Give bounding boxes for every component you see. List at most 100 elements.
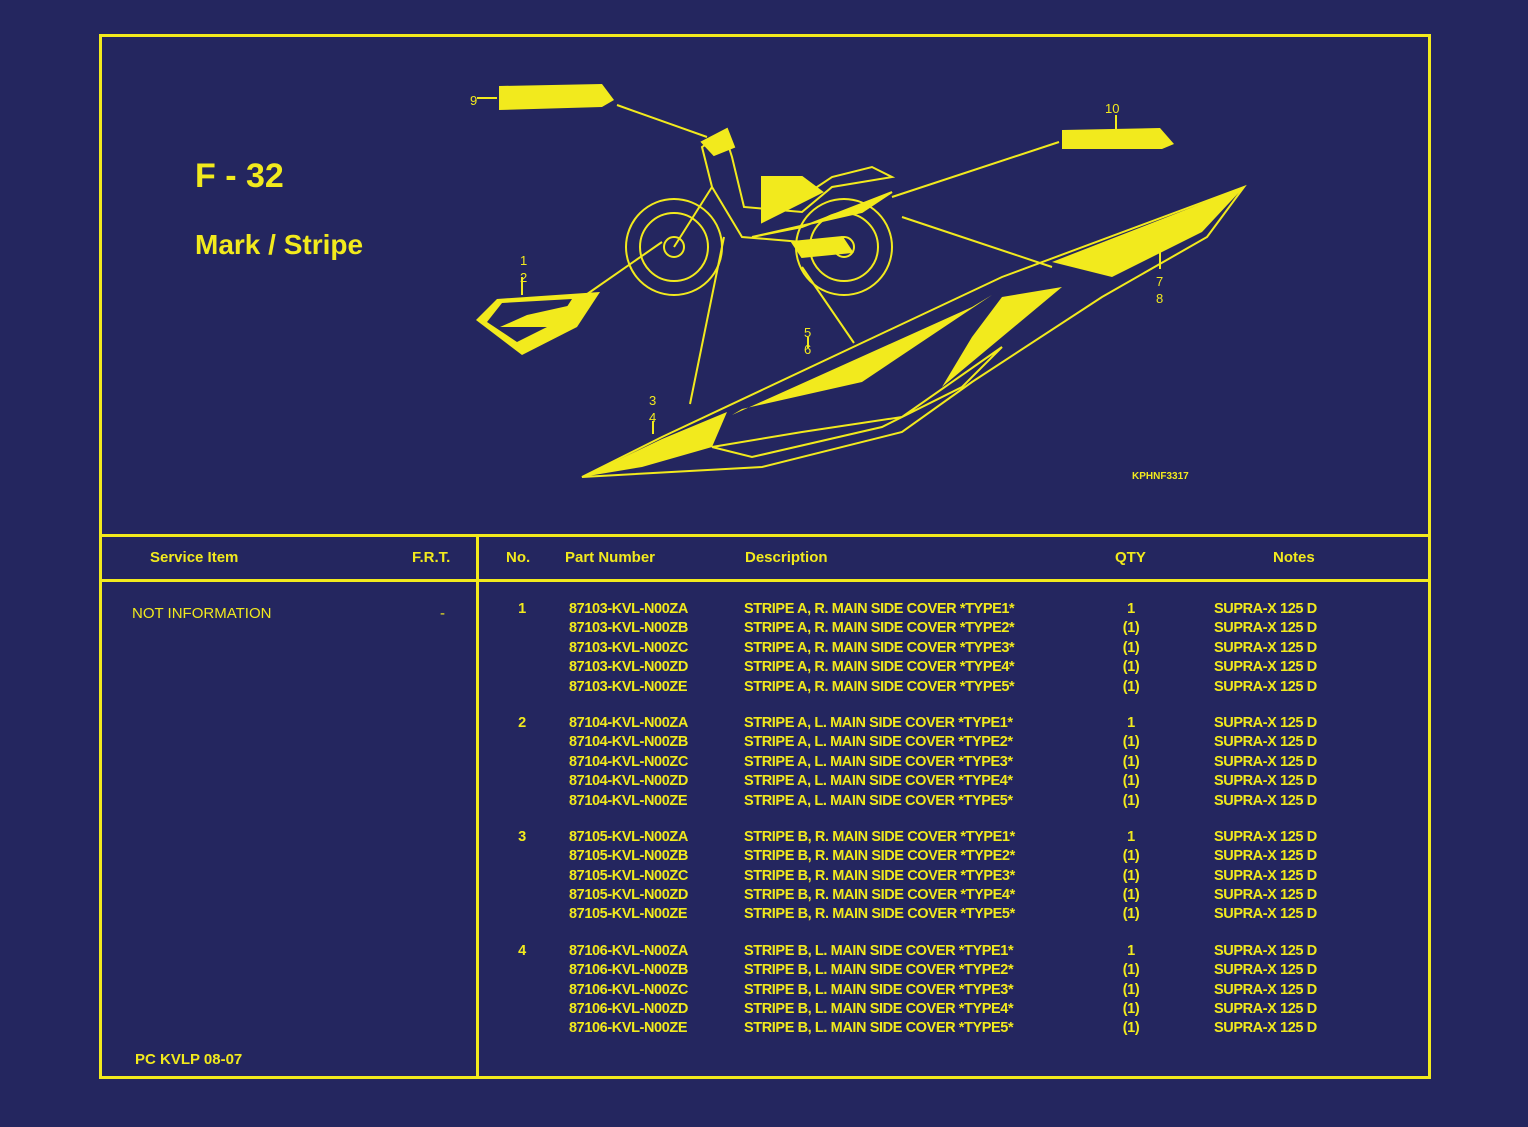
- emblem-10-shape: [1062, 128, 1174, 149]
- part-description: STRIPE A, R. MAIN SIDE COVER *TYPE2*: [744, 620, 1015, 637]
- table-row: 2 87104-KVL-N00ZA STRIPE A, L. MAIN SIDE C…: [479, 715, 1428, 734]
- part-notes: SUPRA-X 125 D: [1214, 620, 1317, 637]
- part-notes: SUPRA-X 125 D: [1214, 942, 1317, 959]
- part-notes: SUPRA-X 125 D: [1214, 981, 1317, 998]
- part-number: 87106-KVL-N00ZE: [569, 1020, 688, 1037]
- table-row: 87104-KVL-N00ZE STRIPE A, L. MAIN SIDE CO…: [479, 793, 1428, 812]
- part-qty: (1): [1122, 906, 1140, 923]
- item-number: 3: [518, 828, 526, 845]
- header-frt: F.R.T.: [412, 549, 451, 566]
- part-qty: (1): [1122, 678, 1140, 695]
- item-number: 2: [518, 714, 526, 731]
- part-description: STRIPE A, L. MAIN SIDE COVER *TYPE5*: [744, 792, 1013, 809]
- part-qty: (1): [1122, 773, 1140, 790]
- exploded-view-drawing: 9 10 1 2 7 8 5 6 3 4 KPHNF3317: [470, 84, 1247, 482]
- part-description: STRIPE A, L. MAIN SIDE COVER *TYPE2*: [744, 734, 1013, 751]
- part-description: STRIPE B, L. MAIN SIDE COVER *TYPE3*: [744, 981, 1014, 998]
- part-number: 87106-KVL-N00ZB: [569, 962, 688, 979]
- part-notes: SUPRA-X 125 D: [1214, 867, 1317, 884]
- figure-title: Mark / Stripe: [195, 229, 364, 260]
- emblem-9-shape: [499, 84, 614, 110]
- part-qty: 1: [1127, 942, 1135, 959]
- part-notes: SUPRA-X 125 D: [1214, 906, 1317, 923]
- part-notes: SUPRA-X 125 D: [1214, 792, 1317, 809]
- part-description: STRIPE A, L. MAIN SIDE COVER *TYPE4*: [744, 773, 1013, 790]
- part-description: STRIPE A, L. MAIN SIDE COVER *TYPE1*: [744, 714, 1013, 731]
- part-number: 87104-KVL-N00ZE: [569, 792, 688, 809]
- part-number: 87105-KVL-N00ZA: [569, 828, 688, 845]
- part-notes: SUPRA-X 125 D: [1214, 601, 1317, 617]
- part-group-2: 2 87104-KVL-N00ZA STRIPE A, L. MAIN SIDE C…: [479, 715, 1428, 812]
- table-row: 87106-KVL-N00ZE STRIPE B, L. MAIN SIDE CO…: [479, 1020, 1428, 1039]
- part-notes: SUPRA-X 125 D: [1214, 753, 1317, 770]
- part-description: STRIPE B, R. MAIN SIDE COVER *TYPE4*: [744, 887, 1015, 904]
- part-description: STRIPE A, R. MAIN SIDE COVER *TYPE5*: [744, 678, 1015, 695]
- callout-4: 4: [649, 410, 656, 425]
- header-qty: QTY: [1115, 549, 1146, 566]
- frt-value: -: [440, 605, 445, 622]
- part-qty: (1): [1122, 792, 1140, 809]
- table-row: 87106-KVL-N00ZD STRIPE B, L. MAIN SIDE CO…: [479, 1001, 1428, 1020]
- drawing-reference-code: KPHNF3317: [1132, 471, 1189, 482]
- header-service-item: Service Item: [150, 549, 239, 566]
- part-number: 87103-KVL-N00ZE: [569, 678, 688, 695]
- part-notes: SUPRA-X 125 D: [1214, 1020, 1317, 1037]
- part-notes: SUPRA-X 125 D: [1214, 714, 1317, 731]
- part-number: 87106-KVL-N00ZA: [569, 942, 688, 959]
- part-description: STRIPE B, R. MAIN SIDE COVER *TYPE3*: [744, 867, 1015, 884]
- part-qty: 1: [1127, 714, 1135, 731]
- part-notes: SUPRA-X 125 D: [1214, 887, 1317, 904]
- item-number: 4: [518, 942, 526, 959]
- part-qty: (1): [1122, 867, 1140, 884]
- part-notes: SUPRA-X 125 D: [1214, 678, 1317, 695]
- part-qty: (1): [1122, 887, 1140, 904]
- stripe-b-shape: [581, 184, 1247, 478]
- callout-9: 9: [470, 93, 477, 108]
- part-number: 87104-KVL-N00ZD: [569, 773, 688, 790]
- part-qty: (1): [1122, 981, 1140, 998]
- part-number: 87103-KVL-N00ZC: [569, 639, 688, 656]
- part-qty: (1): [1122, 753, 1140, 770]
- part-description: STRIPE B, L. MAIN SIDE COVER *TYPE4*: [744, 1001, 1014, 1018]
- part-qty: 1: [1127, 601, 1135, 617]
- callout-10: 10: [1105, 101, 1119, 116]
- diagram-area: F - 32 Mark / Stripe: [102, 37, 1428, 537]
- part-qty: (1): [1122, 620, 1140, 637]
- header-part-number: Part Number: [565, 549, 656, 566]
- part-qty: 1: [1127, 828, 1135, 845]
- callout-3: 3: [649, 393, 656, 408]
- table-row: 87105-KVL-N00ZC STRIPE B, R. MAIN SIDE CO…: [479, 868, 1428, 887]
- part-number: 87103-KVL-N00ZD: [569, 659, 688, 676]
- callout-8: 8: [1156, 291, 1163, 306]
- part-qty: (1): [1122, 962, 1140, 979]
- part-description: STRIPE B, R. MAIN SIDE COVER *TYPE5*: [744, 906, 1015, 923]
- part-description: STRIPE B, L. MAIN SIDE COVER *TYPE5*: [744, 1020, 1014, 1037]
- header-notes: Notes: [1273, 549, 1315, 566]
- stripe-a-shape: [476, 292, 600, 355]
- part-qty: (1): [1122, 659, 1140, 676]
- part-qty: (1): [1122, 734, 1140, 751]
- part-notes: SUPRA-X 125 D: [1214, 734, 1317, 751]
- motorcycle-illustration: [625, 127, 896, 296]
- part-description: STRIPE B, R. MAIN SIDE COVER *TYPE2*: [744, 848, 1015, 865]
- part-number: 87105-KVL-N00ZC: [569, 867, 688, 884]
- part-notes: SUPRA-X 125 D: [1214, 773, 1317, 790]
- part-number: 87106-KVL-N00ZD: [569, 1001, 688, 1018]
- part-qty: (1): [1122, 848, 1140, 865]
- part-description: STRIPE A, R. MAIN SIDE COVER *TYPE1*: [744, 601, 1015, 617]
- callout-1: 1: [520, 253, 527, 268]
- part-number: 87104-KVL-N00ZA: [569, 714, 688, 731]
- part-notes: SUPRA-X 125 D: [1214, 659, 1317, 676]
- part-number: 87104-KVL-N00ZC: [569, 753, 688, 770]
- part-qty: (1): [1122, 639, 1140, 656]
